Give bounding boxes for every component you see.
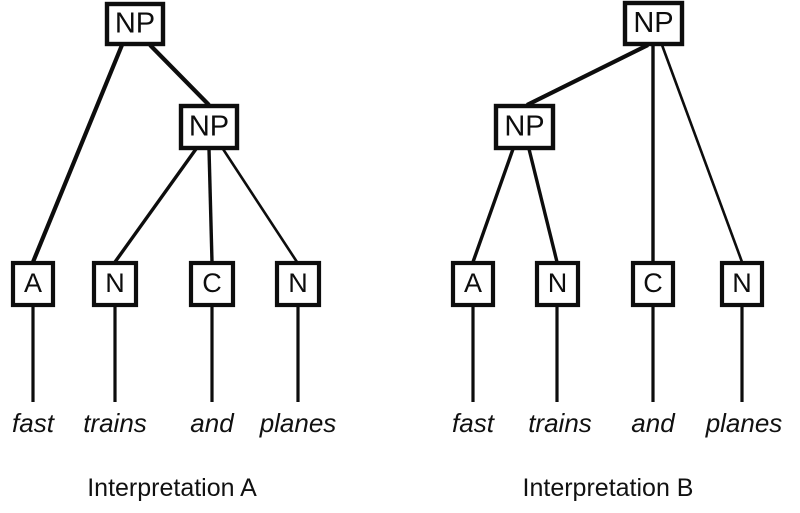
node-box-b-pos-a[interactable] [450, 260, 496, 308]
tree-branch-a-np-sub-to-a-pos-n1 [113, 148, 198, 263]
caption-interpretation-a: Interpretation A [87, 474, 257, 502]
tree-branch-b-np-root-to-b-np-sub [526, 43, 649, 107]
node-label-b-np-sub: NP [504, 111, 544, 143]
tree-branch-b-np-sub-to-b-pos-a [471, 148, 515, 263]
tree-branch-a-np-root-to-a-np-sub [148, 43, 211, 107]
node-box-a-pos-a[interactable] [10, 260, 56, 308]
node-label-b-pos-n2: N [732, 268, 752, 298]
word-b-word-trains: trains [528, 408, 592, 438]
node-box-b-np-sub[interactable] [493, 103, 556, 151]
word-a-word-trains: trains [83, 408, 147, 438]
caption-interpretation-b: Interpretation B [523, 474, 694, 502]
node-label-b-pos-a: A [464, 268, 482, 298]
node-label-b-pos-c: C [643, 268, 663, 298]
word-a-word-planes: planes [259, 408, 337, 438]
node-box-a-np-root[interactable] [104, 1, 166, 47]
word-a-word-fast: fast [12, 408, 56, 438]
node-box-a-pos-c[interactable] [188, 260, 236, 308]
word-b-word-fast: fast [452, 408, 496, 438]
tree-branch-a-np-root-to-a-pos-a [31, 44, 124, 263]
node-box-a-pos-n2[interactable] [274, 260, 322, 308]
word-a-word-and: and [190, 408, 235, 438]
node-label-a-pos-n1: N [105, 268, 125, 298]
node-label-a-pos-n2: N [288, 268, 308, 298]
node-label-a-pos-a: A [24, 268, 42, 298]
node-box-b-pos-c[interactable] [630, 260, 676, 308]
node-label-a-np-root: NP [115, 8, 155, 40]
node-box-b-pos-n1[interactable] [534, 260, 581, 308]
tree-branch-b-np-root-to-b-pos-n2 [660, 44, 744, 263]
node-label-a-np-sub: NP [189, 111, 229, 143]
word-b-word-planes: planes [705, 408, 783, 438]
tree-branch-b-np-sub-to-b-pos-n1 [527, 148, 559, 263]
node-box-b-pos-n2[interactable] [719, 260, 765, 308]
tree-branch-a-np-sub-to-a-pos-c [207, 148, 214, 263]
node-box-b-np-root[interactable] [622, 0, 685, 47]
node-box-a-np-sub[interactable] [178, 103, 240, 151]
tree-branch-a-np-sub-to-a-pos-n2 [221, 148, 299, 263]
node-box-a-pos-n1[interactable] [91, 260, 139, 308]
node-label-a-pos-c: C [202, 268, 222, 298]
node-label-b-np-root: NP [633, 7, 673, 39]
word-b-word-and: and [631, 408, 676, 438]
node-label-b-pos-n1: N [548, 268, 568, 298]
